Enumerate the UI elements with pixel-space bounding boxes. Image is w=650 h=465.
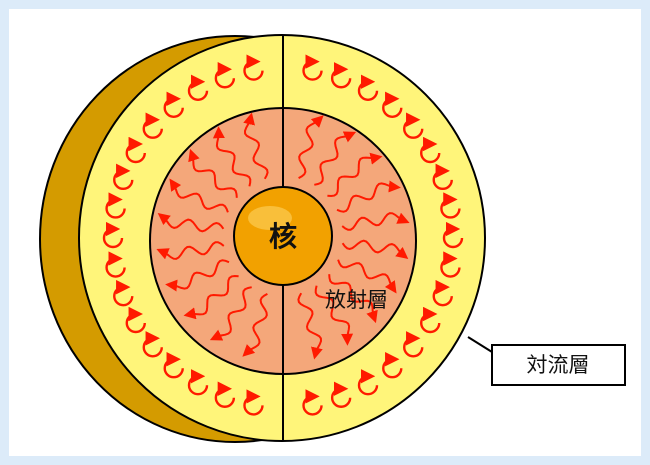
radiation-wave-arrow-icon [314, 285, 354, 346]
radiation-wave-arrow-icon [188, 148, 238, 198]
callout-box [491, 344, 626, 386]
convection-cell-arrow-icon [403, 331, 424, 358]
radiation-wave-arrow-icon [209, 286, 252, 341]
radiation-wave-arrow-icon [165, 259, 230, 292]
convection-cell-arrow-icon [163, 91, 184, 118]
convection-cells [102, 54, 464, 416]
convection-cell-arrow-icon [357, 369, 379, 396]
convection-cell-arrow-icon [125, 306, 146, 334]
convection-cell-arrow-icon [102, 221, 124, 249]
radiation-wave-arrow-icon [169, 178, 229, 213]
convection-cell-arrow-icon [382, 91, 403, 118]
radiation-wave-arrow-icon [314, 131, 357, 186]
convection-cell-arrow-icon [432, 279, 453, 307]
convection-cell-arrow-icon [113, 163, 134, 191]
convection-cell-arrow-icon [214, 62, 236, 89]
radiation-wave-arrow-icon [156, 241, 225, 260]
radiation-wave-arrow-icon [336, 180, 401, 213]
radiation-wave-arrow-icon [327, 152, 383, 198]
convection-cell-arrow-icon [330, 62, 352, 89]
convection-cell-arrow-icon [243, 54, 264, 81]
radiation-wave-arrow-icon [297, 292, 323, 360]
radiation-wave-arrow-icon [337, 259, 397, 294]
convection-cell-arrow-icon [142, 112, 163, 139]
radiation-wave-arrow-icon [328, 274, 378, 324]
core-label: 核 [269, 220, 297, 253]
convective-zone-label: 対流層 [527, 353, 590, 377]
radiation-wave-arrow-icon [157, 212, 225, 233]
convection-cell-arrow-icon [243, 389, 264, 416]
convection-cell-arrow-icon [440, 192, 461, 219]
radiation-wave-arrow-icon [242, 293, 268, 357]
convection-cell-arrow-icon [403, 112, 424, 139]
convection-cell-arrow-icon [214, 381, 236, 408]
radiation-wave-arrow-icon [341, 212, 410, 231]
convection-cell-arrow-icon [105, 251, 126, 278]
core-highlight [248, 206, 292, 230]
convection-cell-arrow-icon [163, 352, 184, 379]
convection-cell-arrow-icon [142, 331, 163, 358]
convection-cell-arrow-icon [382, 352, 403, 379]
convection-cell-arrow-icon [125, 136, 146, 164]
convection-cell-arrow-icon [442, 221, 464, 249]
convection-cell-arrow-icon [420, 306, 441, 334]
convection-cell-arrow-icon [302, 54, 323, 81]
radiation-wave-arrow-icon [212, 126, 252, 187]
convection-cell-arrow-icon [302, 389, 323, 416]
convection-cell-arrow-icon [432, 163, 453, 191]
convection-cell-arrow-icon [440, 251, 461, 278]
radiation-wave-arrow-icon [243, 112, 269, 180]
convection-cell-arrow-icon [420, 136, 441, 164]
convection-cell-arrow-icon [187, 369, 209, 396]
radiation-wave-arrow-icon [341, 239, 409, 260]
convection-cell-arrow-icon [330, 381, 352, 408]
convection-cell-arrow-icon [105, 192, 126, 219]
radiation-wave-arrow-icon [183, 274, 239, 320]
callout-leader [467, 336, 493, 353]
convection-cell-arrow-icon [187, 74, 209, 101]
convection-cell-arrow-icon [113, 279, 134, 307]
radiation-arrows [156, 112, 410, 360]
radiation-wave-arrow-icon [298, 115, 324, 179]
convection-cell-arrow-icon [357, 74, 379, 101]
radiative-zone-label: 放射層 [325, 288, 388, 312]
